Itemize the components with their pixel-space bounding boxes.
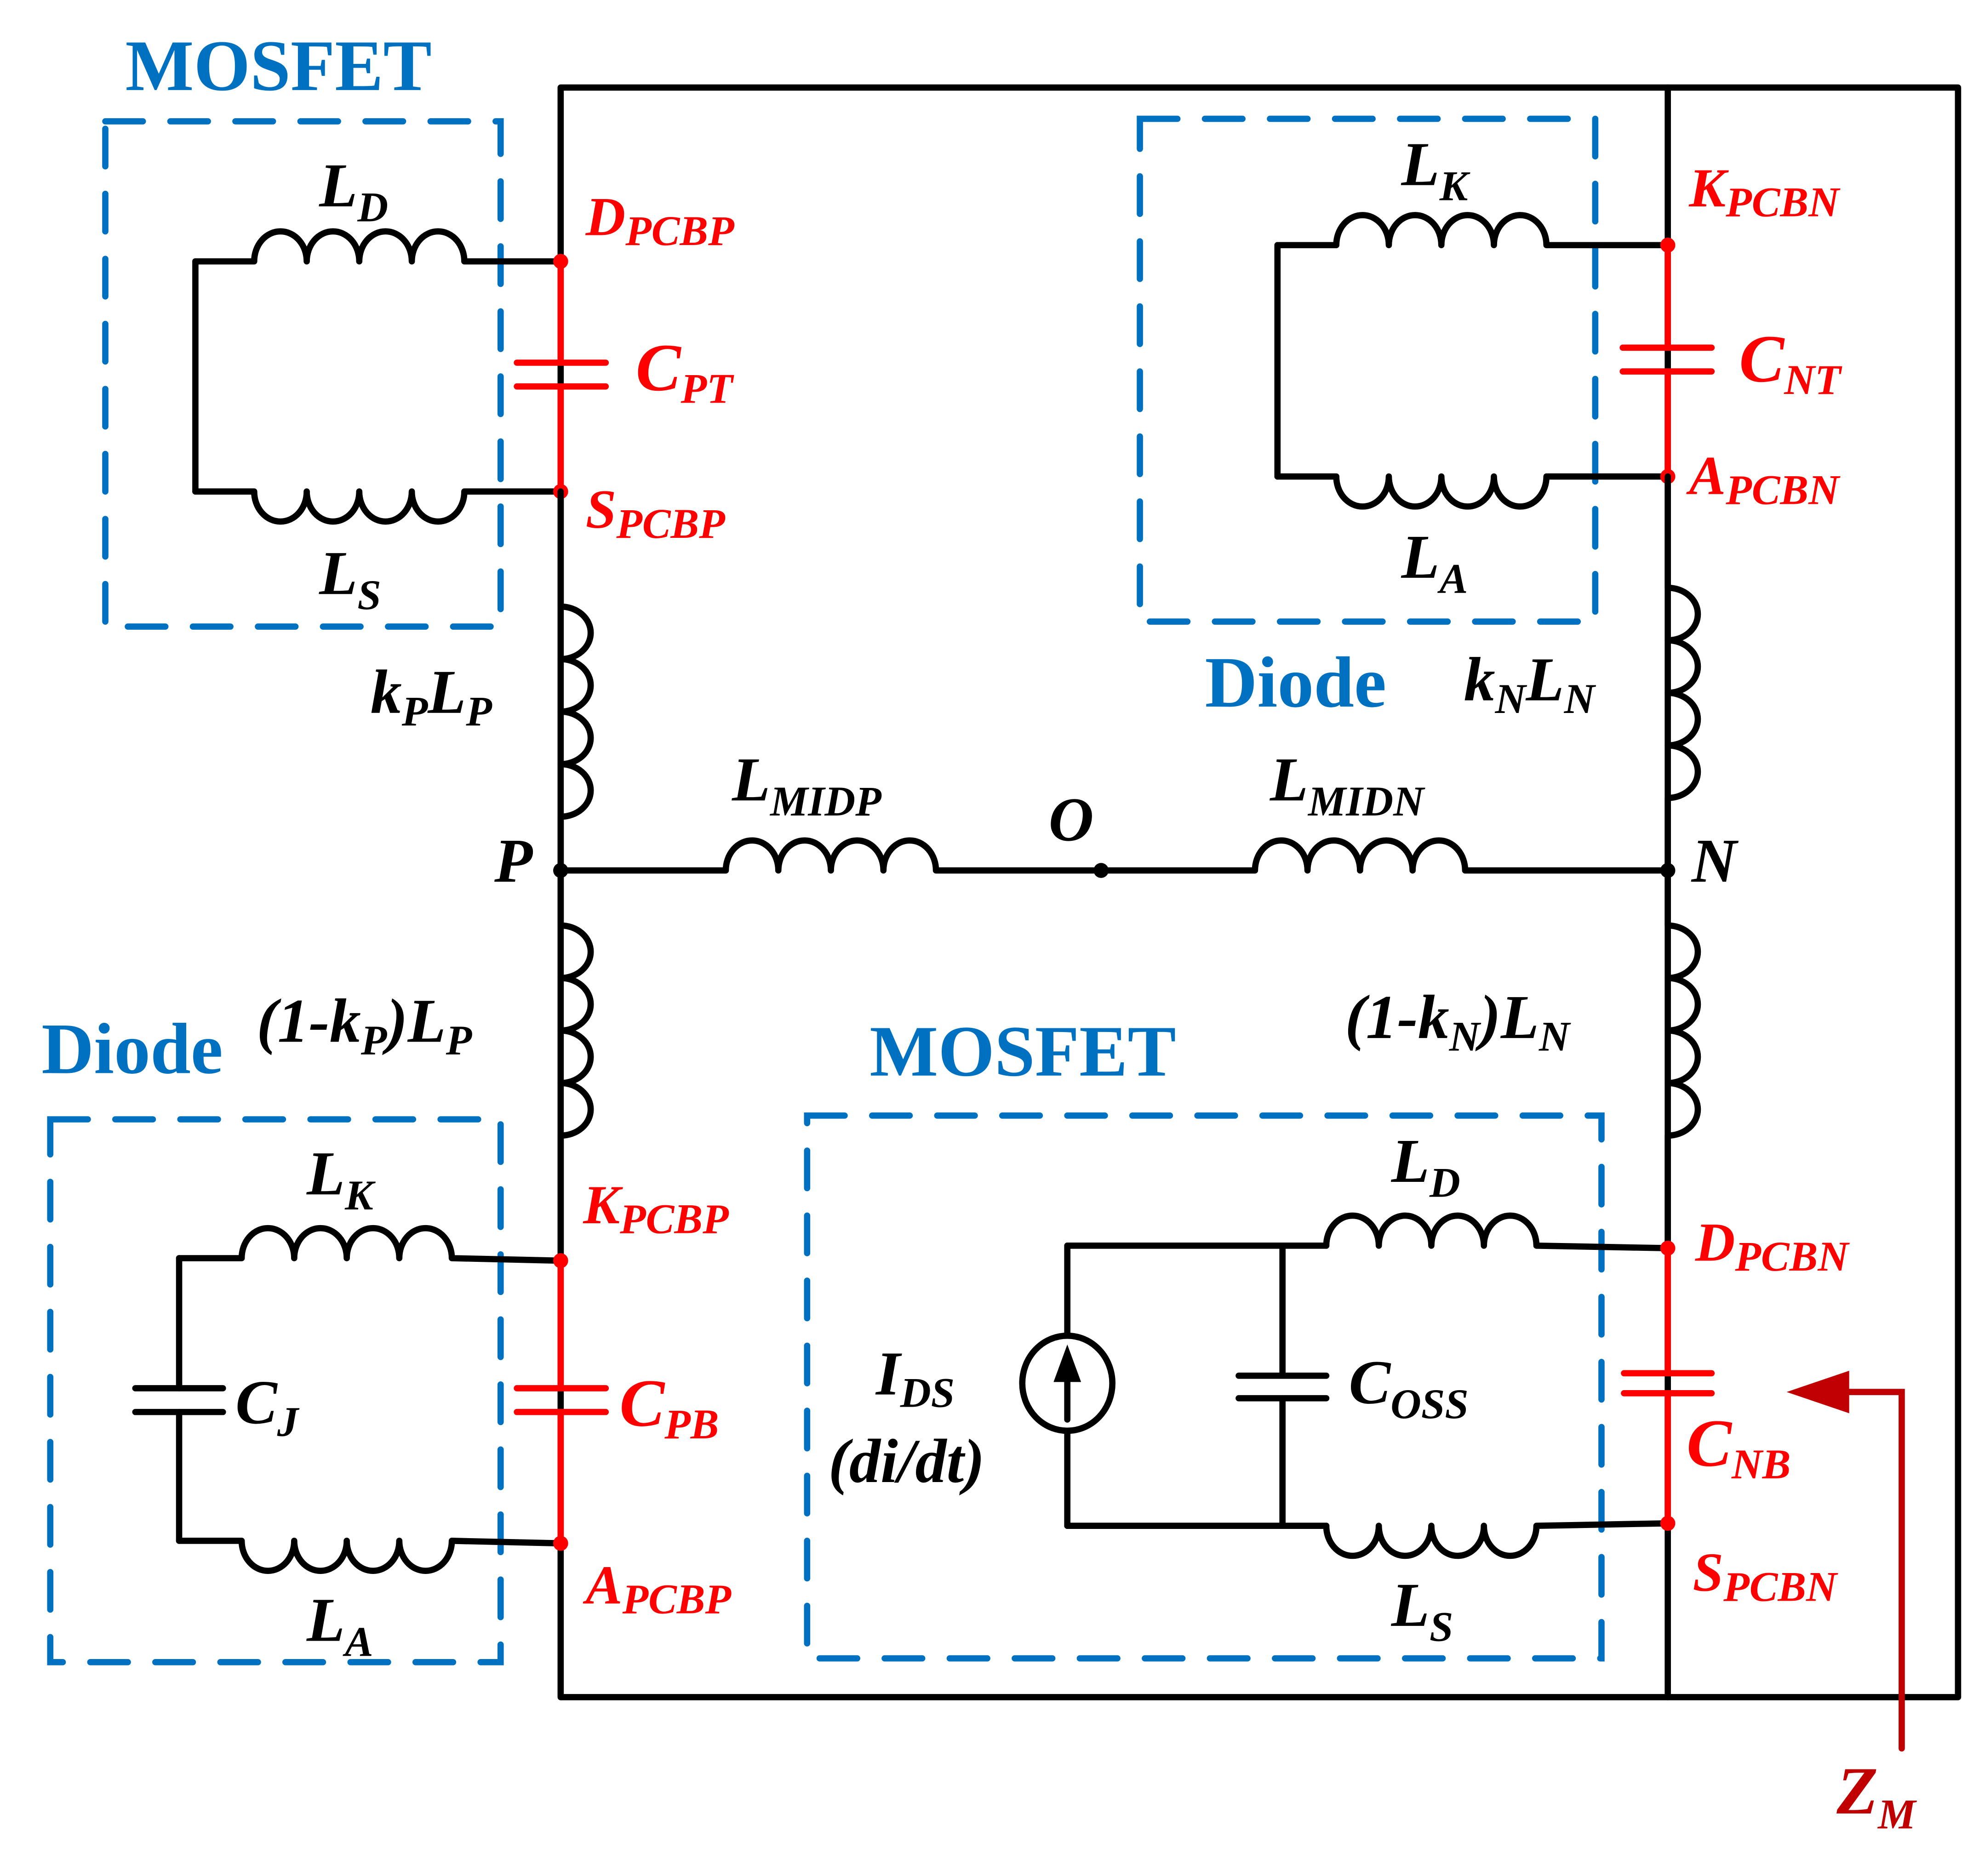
- k-pcbn-node-dot: [1660, 237, 1676, 253]
- ids-note: (di/dt): [829, 1427, 985, 1496]
- s-pcbn-node-dot: [1660, 1516, 1676, 1531]
- zm-arrow-line: [1846, 1389, 1905, 1752]
- s-pcbp-label: SPCBP: [586, 479, 726, 547]
- node-o-dot: [1093, 863, 1109, 878]
- top-right-diode: Diode LK LA KPCBN CNT APCBN: [1137, 115, 1842, 723]
- la-inductor: [1274, 473, 1671, 510]
- ls-label-br: LS: [1391, 1571, 1453, 1651]
- ls-inductor: [192, 488, 564, 525]
- kp-lp-label: kPLP: [371, 658, 493, 735]
- one-minus-kp-lp-label: (1-kP)LP: [257, 986, 473, 1064]
- kp-lp-inductor: [557, 488, 594, 874]
- zm-arrow-head: [1786, 1370, 1849, 1414]
- la-inductor-bl: [176, 1538, 564, 1574]
- mosfet-box-top-left: [102, 118, 504, 630]
- impedance-measurement: ZM: [1786, 1370, 1917, 1838]
- a-pcbn-label: APCBN: [1686, 445, 1841, 514]
- one-minus-kn-ln-inductor: [1665, 867, 1701, 1252]
- cpt-label: CPT: [636, 330, 735, 412]
- mosfet-label-top-left: MOSFET: [126, 26, 432, 106]
- d-pcbp-label: DPCBP: [585, 186, 735, 255]
- ld-label-br: LD: [1391, 1127, 1460, 1207]
- bottom-right-mosfet: MOSFET LD LS COSS IDS (di/dt) DPCBN CNB …: [804, 1011, 1850, 1662]
- ld-inductor: [192, 228, 564, 265]
- k-pcbn-label: KPCBN: [1688, 157, 1841, 226]
- k-pcbp-node-dot: [553, 1253, 568, 1268]
- ls-inductor-br: [1323, 1520, 1671, 1559]
- a-pcbp-node-dot: [553, 1535, 568, 1551]
- a-pcbp-label: APCBP: [583, 1554, 732, 1623]
- cnb-label: CNB: [1687, 1406, 1790, 1488]
- lmidp-label: LMIDP: [732, 745, 882, 825]
- top-left-mosfet: MOSFET LD LS DPCBP CPT SPCBP: [102, 26, 735, 630]
- k-pcbp-label: KPCBP: [583, 1174, 729, 1243]
- coss-label: COSS: [1349, 1348, 1468, 1428]
- kn-ln-inductor: [1665, 473, 1701, 874]
- diode-label-bottom-left: Diode: [41, 1009, 223, 1089]
- s-pcbn-label: SPCBN: [1693, 1542, 1838, 1611]
- cj-label: CJ: [235, 1368, 300, 1445]
- lk-inductor: [1274, 212, 1671, 249]
- node-p-label: P: [494, 827, 533, 895]
- lmidn-label: LMIDN: [1270, 745, 1425, 825]
- lk-inductor-bl: [176, 1225, 564, 1264]
- bottom-left-diode: Diode CJ LK LA KPCBP CPB APCBP: [41, 1009, 732, 1665]
- mosfet-box-bottom-right: [804, 1112, 1605, 1662]
- diode-label-top-right: Diode: [1205, 642, 1386, 723]
- zm-label: ZM: [1836, 1753, 1917, 1838]
- d-pcbn-node-dot: [1660, 1240, 1676, 1256]
- d-pcbp-node-dot: [553, 254, 568, 269]
- node-o-label: O: [1048, 785, 1093, 854]
- node-p-dot: [553, 863, 568, 878]
- diode-box-bottom-left: [47, 1116, 504, 1665]
- node-n-label: N: [1691, 827, 1739, 895]
- one-minus-kn-ln-label: (1-kN)LN: [1345, 983, 1571, 1060]
- mosfet-label-bottom-right: MOSFET: [869, 1011, 1176, 1092]
- ld-inductor-br: [1323, 1212, 1671, 1252]
- ld-label: LD: [319, 151, 388, 231]
- cpb-label: CPB: [619, 1366, 719, 1448]
- one-minus-kp-lp-inductor: [557, 867, 594, 1264]
- current-source-icon: [1019, 1332, 1115, 1434]
- kn-ln-label: kNLN: [1464, 645, 1596, 723]
- current-arrow-head: [1053, 1344, 1081, 1382]
- lmidn-inductor: [1098, 837, 1671, 874]
- la-label: LA: [1401, 523, 1468, 603]
- ls-label: LS: [319, 539, 381, 619]
- lmidp-inductor: [557, 837, 1104, 874]
- cnt-label: CNT: [1739, 321, 1842, 404]
- d-pcbn-label: DPCBN: [1695, 1211, 1850, 1280]
- lk-label-bl: LK: [306, 1139, 376, 1219]
- node-n-dot: [1660, 863, 1676, 878]
- ids-label: IDS: [875, 1340, 955, 1417]
- bus-network: P O N kPLP kNLN (1-kP)LP (1-kN)LN LMIDP …: [257, 473, 1739, 1264]
- diode-box-top-right: [1137, 115, 1599, 625]
- la-label-bl: LA: [306, 1586, 373, 1666]
- lk-label: LK: [1401, 130, 1470, 210]
